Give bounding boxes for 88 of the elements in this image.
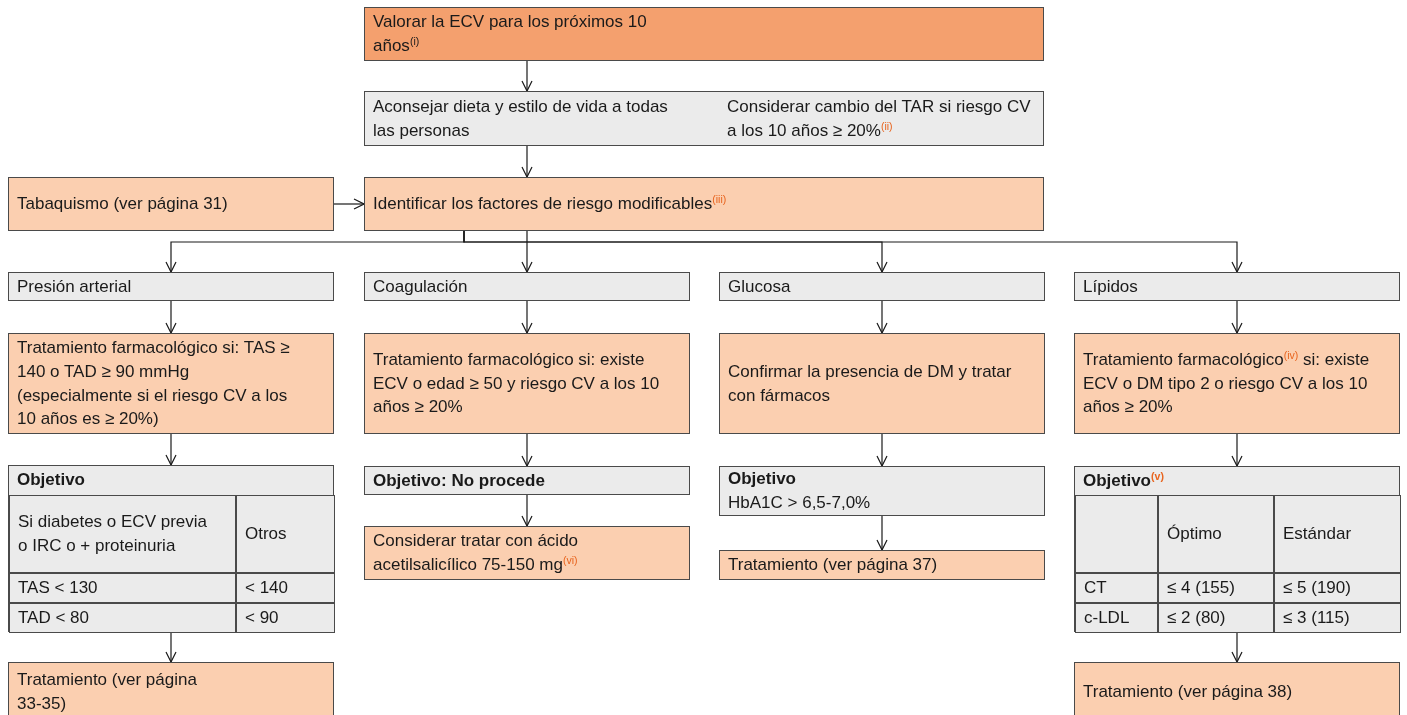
box-text: Considerar tratar con ácido acetilsalicílico 75-150 mg$^{(vi)}$ <box>373 530 580 576</box>
cell-text: Si diabetes o ECV previa o IRC o + proteinuria <box>18 511 208 557</box>
table-cell <box>236 495 335 573</box>
box-text: Valorar la ECV para los próximos 10 años$^{(i)}$ <box>373 11 648 57</box>
arrow <box>521 300 533 334</box>
cell-text: Estándar <box>1283 523 1353 546</box>
cell-text: ≤ 5 (190) <box>1283 577 1352 600</box>
box-text: Tratamiento farmacológico si: existe ECV o edad ≥ 50 y riesgo CV a los 10 años ≥ 20% <box>373 348 661 419</box>
box-text: HbA1C > 6,5-7,0% <box>728 492 872 514</box>
box-text: Tratamiento (ver página 38) <box>1083 681 1294 704</box>
arrow <box>521 494 533 527</box>
process-box <box>364 526 690 580</box>
process-box <box>1074 333 1400 434</box>
table-cell <box>1075 603 1158 633</box>
table-cell <box>1075 573 1158 603</box>
cell-text: ≤ 4 (155) <box>1167 577 1236 600</box>
process-box <box>364 91 1044 146</box>
box-text: Presión arterial <box>17 275 133 298</box>
table-cell <box>236 603 335 633</box>
cell-text: TAD < 80 <box>18 607 91 630</box>
category-box <box>1074 272 1400 301</box>
cell-text: < 90 <box>245 607 280 630</box>
cell-text: Otros <box>245 523 288 546</box>
box-text: Objetivo <box>728 468 797 491</box>
arrow <box>165 433 177 466</box>
table-cell <box>236 573 335 603</box>
category-box <box>719 272 1045 301</box>
box-text: Considerar cambio del TAR si riesgo CV a los 10 años ≥ 20%$^{(ii)}$ <box>727 96 1032 142</box>
arrow <box>521 230 533 273</box>
table-cell <box>9 603 236 633</box>
arrow <box>333 198 365 210</box>
box-text: Tratamiento (ver página 37) <box>728 554 939 577</box>
table-cell <box>1158 603 1274 633</box>
table-heading: Objetivo <box>17 469 86 491</box>
cell-text: < 140 <box>245 577 289 600</box>
table-heading: Objetivo$^{(v)}$ <box>1083 468 1165 492</box>
arrow <box>463 230 1243 273</box>
process-box <box>1074 662 1400 715</box>
process-box <box>8 662 334 715</box>
box-text: Tratamiento farmacológico$^{(iv)}$ si: existe ECV o DM tipo 2 o riesgo CV a los 10 años ≥ 20% <box>1083 347 1371 419</box>
table-cell <box>1075 495 1158 573</box>
table-cell <box>1274 603 1401 633</box>
box-text: Tabaquismo (ver página 31) <box>17 193 229 216</box>
cell-text: CT <box>1084 577 1108 600</box>
box-text: Identificar los factores de riesgo modificables$^{(iii)}$ <box>373 192 728 216</box>
arrow <box>165 631 177 663</box>
process-box <box>8 333 334 434</box>
table-cell <box>1158 495 1274 573</box>
box-text: Glucosa <box>728 275 792 298</box>
arrow <box>876 300 888 334</box>
cell-text: ≤ 3 (115) <box>1283 607 1351 630</box>
process-box <box>8 177 334 231</box>
arrow <box>1231 631 1243 663</box>
target-table <box>1074 466 1400 632</box>
arrow <box>521 60 533 92</box>
box-text: Confirmar la presencia de DM y tratar con fármacos <box>728 360 1013 407</box>
box-text: Objetivo: No procede <box>373 469 546 492</box>
arrow <box>521 145 533 178</box>
cell-text: ≤ 2 (80) <box>1167 607 1227 630</box>
target-box <box>364 466 690 495</box>
table-cell <box>9 495 236 573</box>
process-box <box>364 177 1044 231</box>
target-box <box>719 466 1045 516</box>
category-box <box>364 272 690 301</box>
box-text: Tratamiento farmacológico si: TAS ≥ 140 o TAD ≥ 90 mmHg (especialmente si el riesgo CV a los 10 años es ≥ 20%) <box>17 336 291 431</box>
process-box <box>364 333 690 434</box>
process-box <box>719 550 1045 580</box>
table-cell <box>1274 573 1401 603</box>
category-box <box>8 272 334 301</box>
arrow <box>521 433 533 467</box>
arrow <box>165 300 177 334</box>
process-box <box>719 333 1045 434</box>
cell-text: Óptimo <box>1167 523 1223 546</box>
cell-text: TAS < 130 <box>18 577 99 600</box>
box-text: Aconsejar dieta y estilo de vida a todas las personas <box>373 96 669 142</box>
table-cell <box>1158 573 1274 603</box>
box-text: Tratamiento (ver página 33-35) <box>17 669 198 715</box>
cell-text: c-LDL <box>1084 607 1131 630</box>
box-text: Coagulación <box>373 275 469 298</box>
target-table <box>8 465 334 632</box>
arrow <box>1231 433 1243 467</box>
box-text: Lípidos <box>1083 275 1139 298</box>
arrow <box>876 433 888 467</box>
arrow <box>1231 300 1243 334</box>
table-cell <box>1274 495 1401 573</box>
process-box <box>364 7 1044 61</box>
table-cell <box>9 573 236 603</box>
arrow <box>876 515 888 551</box>
